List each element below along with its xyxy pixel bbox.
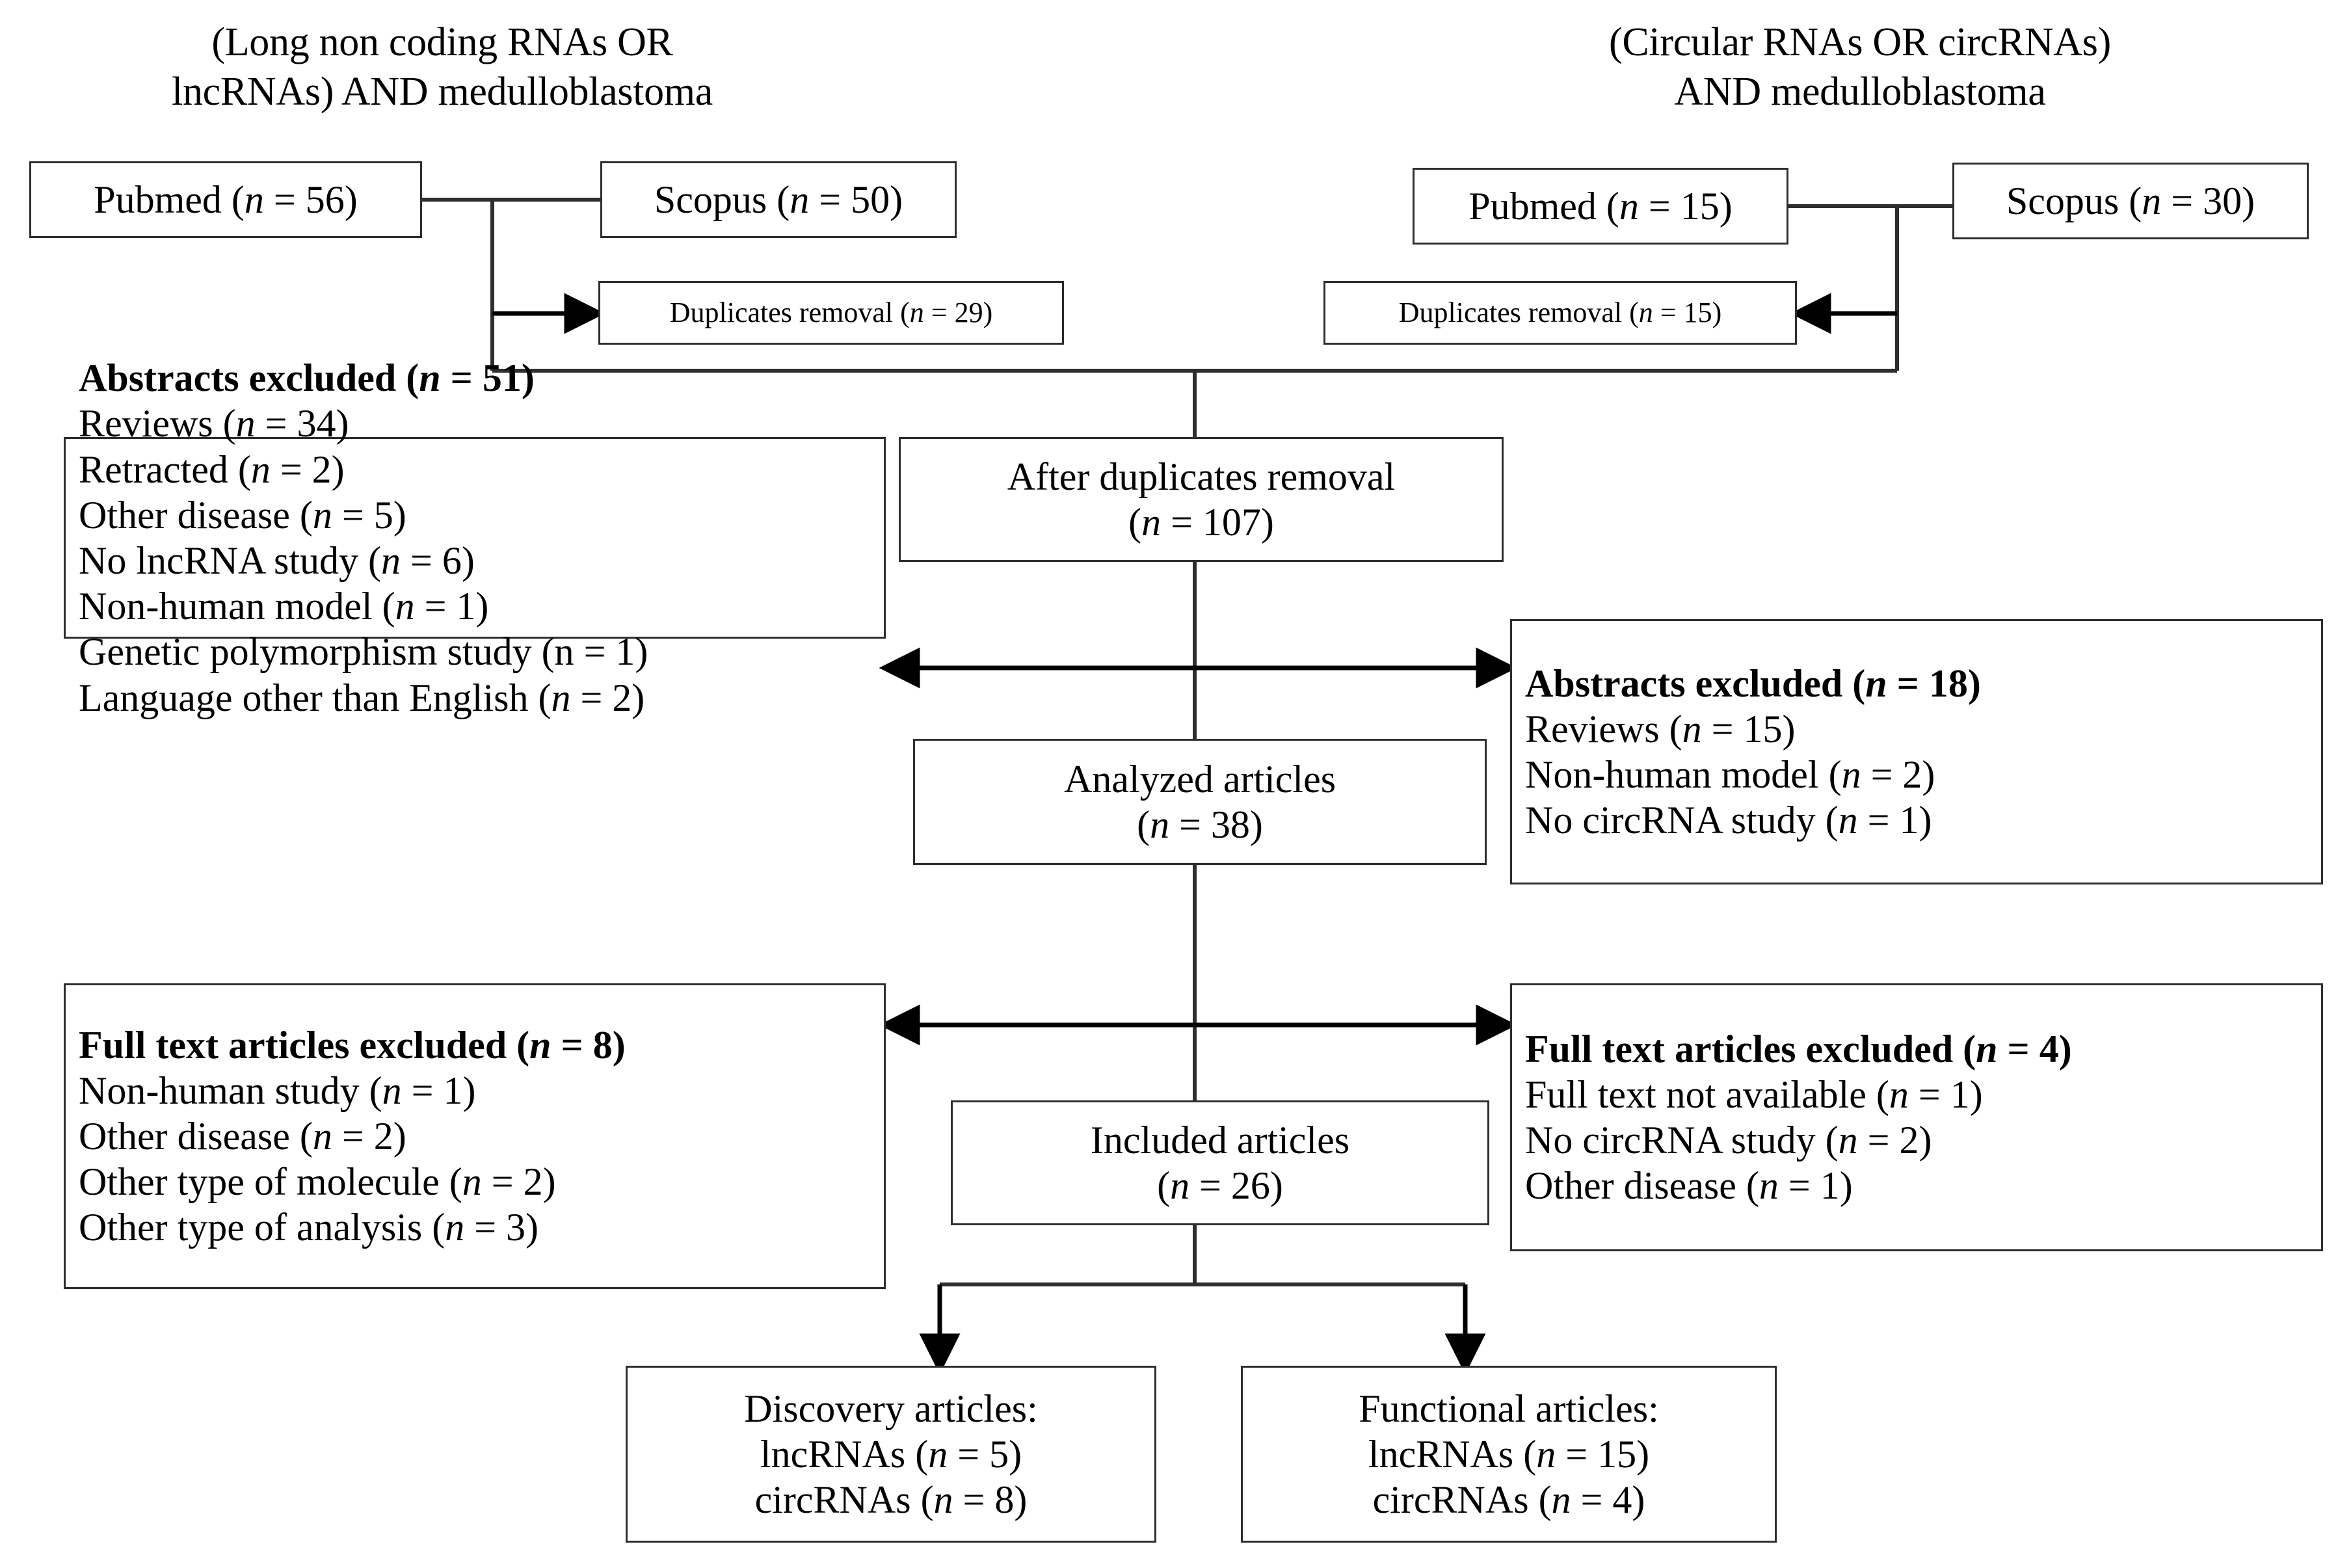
discovery-articles-box[interactable]: Discovery articles: lncRNAs (n = 5) circ… (626, 1366, 1156, 1543)
functional-articles-line3: circRNAs (n = 4) (1372, 1478, 1645, 1522)
source-right-scopus-label: Scopus (n = 30) (2006, 179, 2255, 222)
discovery-articles-line2: lncRNAs (n = 5) (760, 1432, 1022, 1476)
source-left-scopus-label: Scopus (n = 50) (654, 178, 903, 221)
fulltext-excluded-box-left[interactable]: Full text articles excluded (n = 8) Non-… (64, 983, 886, 1289)
abstracts-excluded-left-reason-5: Genetic polymorphism study (n = 1) (79, 630, 648, 674)
analyzed-articles-box[interactable]: Analyzed articles (n = 38) (913, 739, 1487, 865)
discovery-articles-line1: Discovery articles: (744, 1387, 1038, 1430)
after-duplicates-removal-box[interactable]: After duplicates removal (n = 107) (899, 437, 1504, 562)
duplicates-removal-box-left[interactable]: Duplicates removal (n = 29) (598, 281, 1064, 345)
abstracts-excluded-right-reason-2: No circRNA study (n = 1) (1525, 799, 1932, 842)
after-duplicates-line1: After duplicates removal (1007, 455, 1396, 498)
fulltext-excluded-left-reason-1: Other disease (n = 2) (79, 1114, 406, 1158)
after-duplicates-line2: (n = 107) (1128, 501, 1274, 544)
source-box-left-pubmed[interactable]: Pubmed (n = 56) (29, 161, 422, 238)
fulltext-excluded-left-reason-0: Non-human study (n = 1) (79, 1069, 476, 1112)
source-box-left-scopus[interactable]: Scopus (n = 50) (600, 161, 957, 238)
abstracts-excluded-box-left[interactable]: Abstracts excluded (n = 51) Reviews (n =… (64, 356, 886, 719)
duplicates-removal-box-right[interactable]: Duplicates removal (n = 15) (1323, 281, 1797, 345)
duplicates-removal-left-label: Duplicates removal (n = 29) (669, 297, 993, 329)
abstracts-excluded-left-reason-3: No lncRNA study (n = 6) (79, 539, 475, 582)
source-right-pubmed-label: Pubmed (n = 15) (1468, 184, 1733, 228)
abstracts-excluded-left-reason-2: Other disease (n = 5) (79, 493, 406, 537)
functional-articles-box[interactable]: Functional articles: lncRNAs (n = 15) ci… (1241, 1366, 1777, 1543)
discovery-articles-line3: circRNAs (n = 8) (754, 1478, 1028, 1522)
source-box-right-scopus[interactable]: Scopus (n = 30) (1952, 163, 2309, 239)
fulltext-excluded-left-reason-3: Other type of analysis (n = 3) (79, 1206, 539, 1249)
source-box-right-pubmed[interactable]: Pubmed (n = 15) (1413, 168, 1788, 245)
abstracts-excluded-right-title: Abstracts excluded (n = 18) (1525, 661, 1981, 705)
abstracts-excluded-right-reason-0: Reviews (n = 15) (1525, 707, 1796, 751)
fulltext-excluded-box-right[interactable]: Full text articles excluded (n = 4) Full… (1510, 983, 2323, 1251)
functional-articles-line1: Functional articles: (1359, 1387, 1659, 1430)
abstracts-excluded-left-reason-6: Language other than English (n = 2) (79, 676, 645, 719)
abstracts-excluded-left-title: Abstracts excluded (n = 51) (79, 356, 535, 400)
abstracts-excluded-box-right[interactable]: Abstracts excluded (n = 18) Reviews (n =… (1510, 619, 2323, 884)
included-articles-line2: (n = 26) (1157, 1164, 1283, 1207)
duplicates-removal-right-label: Duplicates removal (n = 15) (1398, 297, 1722, 329)
fulltext-excluded-right-title: Full text articles excluded (n = 4) (1525, 1027, 2072, 1070)
fulltext-excluded-left-reason-2: Other type of molecule (n = 2) (79, 1160, 556, 1204)
source-left-pubmed-label: Pubmed (n = 56) (94, 178, 358, 221)
included-articles-line1: Included articles (1090, 1118, 1350, 1162)
abstracts-excluded-left-reason-4: Non-human model (n = 1) (79, 585, 489, 628)
analyzed-articles-line2: (n = 38) (1137, 803, 1263, 846)
analyzed-articles-line1: Analyzed articles (1063, 757, 1336, 801)
fulltext-excluded-right-reason-1: No circRNA study (n = 2) (1525, 1119, 1932, 1162)
fulltext-excluded-right-reason-0: Full text not available (n = 1) (1525, 1072, 1983, 1116)
query-heading-right: (Circular RNAs OR circRNAs) AND medullob… (1609, 20, 2111, 114)
abstracts-excluded-left-reason-0: Reviews (n = 34) (79, 402, 349, 445)
abstracts-excluded-left-reason-1: Retracted (n = 2) (79, 447, 345, 491)
fulltext-excluded-right-reason-2: Other disease (n = 1) (1525, 1164, 1853, 1208)
fulltext-excluded-left-title: Full text articles excluded (n = 8) (79, 1023, 626, 1067)
included-articles-box[interactable]: Included articles (n = 26) (951, 1100, 1489, 1225)
query-heading-left: (Long non coding RNAs OR lncRNAs) AND me… (172, 20, 713, 114)
abstracts-excluded-right-reason-1: Non-human model (n = 2) (1525, 753, 1935, 796)
functional-articles-line2: lncRNAs (n = 15) (1368, 1432, 1650, 1476)
